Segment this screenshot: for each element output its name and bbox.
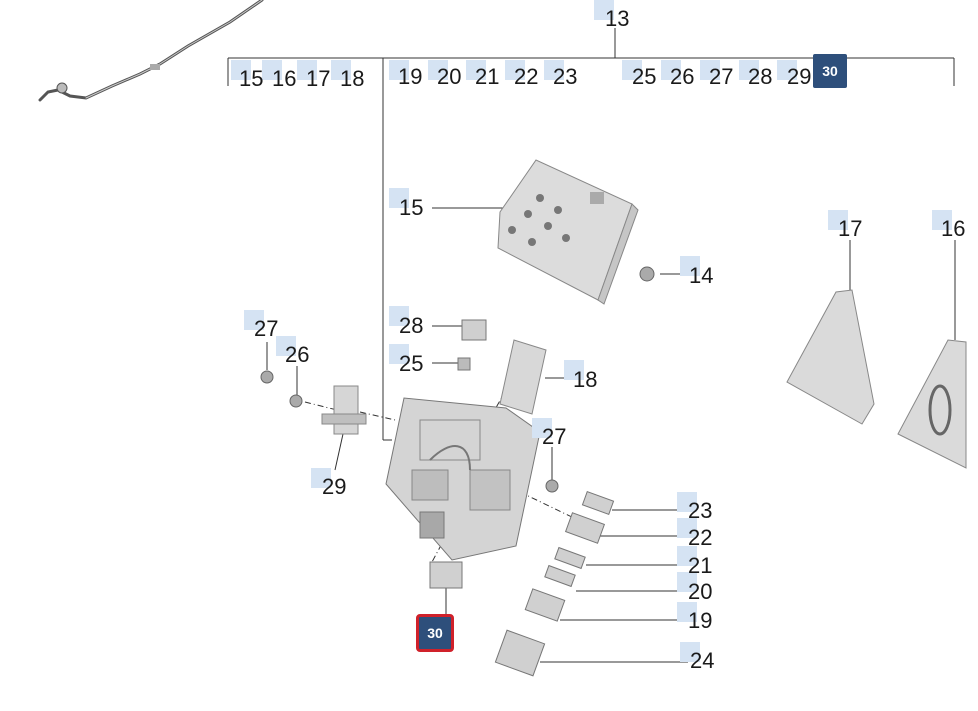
callout-18: 18 [573,367,598,392]
callout-highlight [389,188,409,208]
callout-highlight [466,60,486,80]
callout-26-top: 26 [670,64,695,89]
nut-part-27b [545,479,559,493]
callout-highlight [276,336,296,356]
callout-16: 16 [941,216,966,241]
clip-part-25 [457,357,471,371]
callout-highlight [389,60,409,80]
callout-17-top: 17 [306,66,331,91]
bracket-part-18 [499,339,547,415]
callout-highlight [331,60,351,80]
callout-23-top: 23 [553,64,578,89]
callout-highlight [564,360,584,380]
callout-27-left: 27 [254,316,279,341]
callout-highlight [680,256,700,276]
callout-highlight [244,310,264,330]
fuse-box-part [385,397,541,561]
callout-28: 28 [399,313,424,338]
callout-highlight [389,306,409,326]
callout-highlight [311,468,331,488]
cable-part [38,0,264,102]
control-module-part [497,159,639,305]
callout-21-top: 21 [475,64,500,89]
callout-18-top: 18 [340,66,365,91]
callout-30-top-button[interactable]: 30 [813,54,847,88]
callout-28-top: 28 [748,64,773,89]
callout-27-top: 27 [709,64,734,89]
callout-23: 23 [688,498,713,523]
relay-part-28 [461,319,487,341]
callout-15: 15 [399,195,424,220]
callout-13: 13 [605,6,630,31]
callout-highlight [661,60,681,80]
callout-19: 19 [688,608,713,633]
callout-highlight [828,210,848,230]
callout-highlight [544,60,564,80]
callout-highlight [262,60,282,80]
callout-highlight [297,60,317,80]
callout-22: 22 [688,525,713,550]
callout-25: 25 [399,351,424,376]
callout-highlight [677,572,697,592]
callout-26: 26 [285,342,310,367]
callout-highlight [739,60,759,80]
callout-highlight [389,344,409,364]
callout-highlight [505,60,525,80]
callout-highlight [777,60,797,80]
relay-part-30 [429,561,463,589]
callout-highlight [680,642,700,662]
bracket-part-29 [321,385,367,435]
callout-25-top: 25 [632,64,657,89]
callout-30-bottom-button[interactable]: 30 [416,614,454,652]
callout-24: 24 [690,648,715,673]
callout-19-top: 19 [398,64,423,89]
callout-20-top: 20 [437,64,462,89]
callout-highlight [594,0,614,20]
callout-17: 17 [838,216,863,241]
callout-20: 20 [688,579,713,604]
fuse-parts [494,490,615,677]
nut-part-26 [289,394,303,408]
callout-15-top: 15 [239,66,264,91]
callout-highlight [428,60,448,80]
callout-highlight [677,518,697,538]
callout-highlight [677,602,697,622]
callout-highlight [622,60,642,80]
callout-highlight [677,492,697,512]
callout-14: 14 [689,263,714,288]
callout-29: 29 [322,474,347,499]
callout-21: 21 [688,553,713,578]
nut-part [639,266,655,282]
callout-highlight [677,546,697,566]
callout-highlight [932,210,952,230]
callout-highlight [700,60,720,80]
callout-highlight [231,60,251,80]
callout-29-top: 29 [787,64,812,89]
callout-27-right: 27 [542,424,567,449]
cover-part-16 [897,339,967,469]
cover-part-17 [786,289,875,425]
callout-highlight [532,418,552,438]
callout-22-top: 22 [514,64,539,89]
callout-16-top: 16 [272,66,297,91]
nut-part-27 [260,370,274,384]
